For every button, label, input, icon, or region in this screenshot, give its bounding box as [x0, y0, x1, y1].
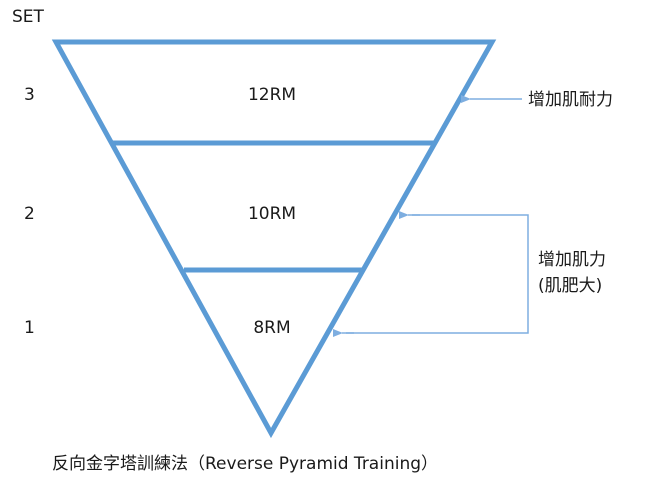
rm-label-12: 12RM — [248, 85, 296, 105]
rm-label-8: 8RM — [253, 318, 290, 338]
hypertrophy-label: (肌肥大) — [538, 276, 602, 296]
strength-bracket — [346, 214, 529, 334]
diagram-caption: 反向金字塔訓練法（Reverse Pyramid Training） — [52, 454, 438, 474]
set-number-2: 2 — [24, 204, 35, 224]
set-number-1: 1 — [24, 318, 35, 338]
rm-label-10: 10RM — [248, 204, 296, 224]
set-number-3: 3 — [24, 85, 35, 105]
inverted-pyramid — [51, 39, 497, 439]
endurance-label: 增加肌耐力 — [528, 90, 613, 110]
set-header: SET — [12, 7, 45, 27]
strength-label: 增加肌力 — [538, 250, 606, 270]
